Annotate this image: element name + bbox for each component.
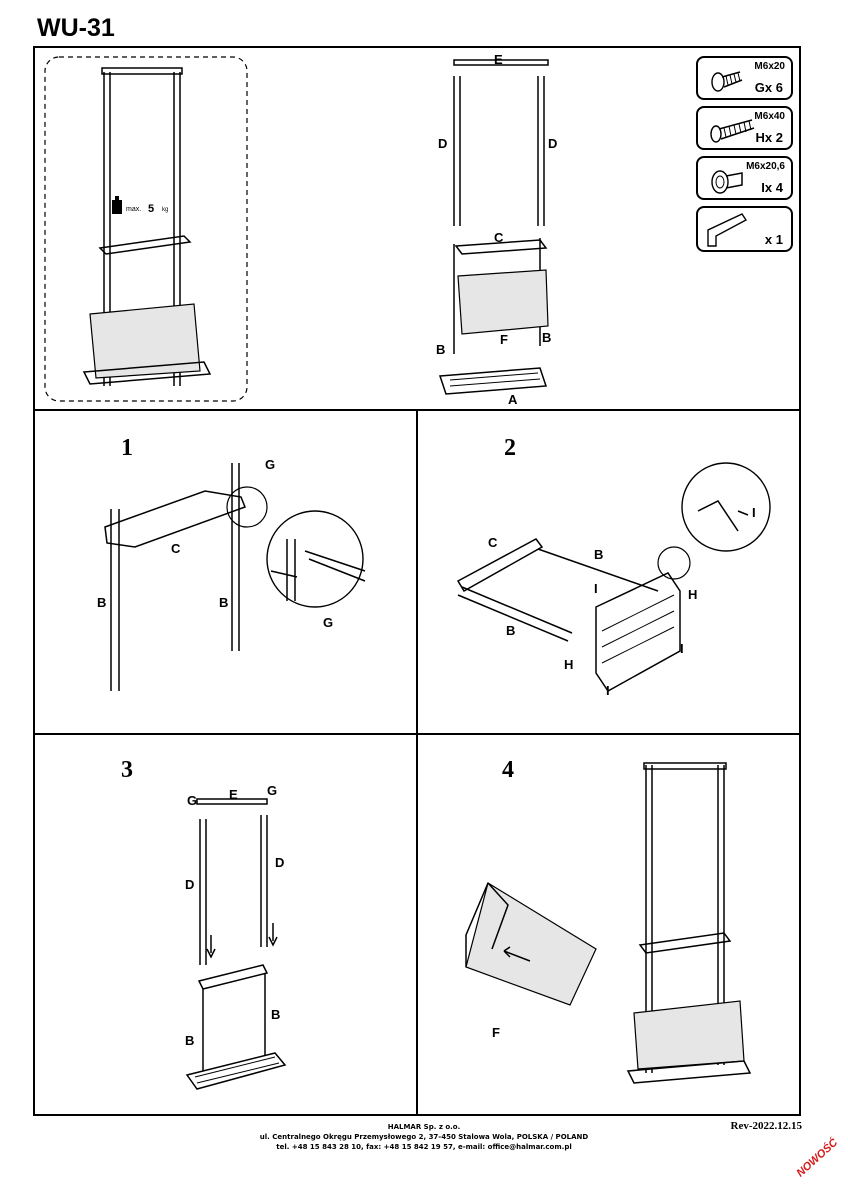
step-3-panel: 3 G E G D D B B bbox=[35, 735, 416, 1115]
step2-label-i-detail: I bbox=[752, 505, 756, 520]
step-4-drawing bbox=[465, 762, 752, 1084]
step-number: 3 bbox=[121, 757, 133, 783]
hardware-size-g: M6x20 bbox=[754, 61, 785, 72]
overview-parts: E D D C F B B A bbox=[420, 48, 570, 408]
step-1-panel: 1 G C B B G bbox=[35, 411, 416, 733]
hardware-item-h: M6x40 Hx 2 bbox=[696, 106, 793, 150]
step-3-drawing bbox=[185, 798, 287, 1090]
step3-label-b-left: B bbox=[185, 1033, 195, 1048]
part-label-c: C bbox=[494, 230, 504, 245]
step2-label-i-c: I bbox=[606, 683, 610, 698]
step2-label-i-b: I bbox=[680, 641, 684, 656]
step1-label-b-right: B bbox=[219, 595, 229, 610]
company-address: ul. Centralnego Okręgu Przemysłowego 2, … bbox=[259, 1133, 589, 1141]
bolt-short-icon bbox=[711, 71, 743, 92]
step-number: 2 bbox=[504, 435, 516, 461]
step1-label-g-bottom: G bbox=[323, 615, 334, 630]
part-label-d-right: D bbox=[548, 136, 558, 151]
step3-label-e: E bbox=[229, 787, 238, 802]
hardware-size-h: M6x40 bbox=[754, 111, 785, 122]
step-number: 4 bbox=[502, 757, 514, 783]
company-contact: tel. +48 15 843 28 10, fax: +48 15 842 1… bbox=[276, 1143, 572, 1151]
hardware-item-i: M6x20,6 Ix 4 bbox=[696, 156, 793, 200]
allen-key-icon bbox=[707, 213, 748, 247]
step1-label-c: C bbox=[171, 541, 181, 556]
revision-label: Rev-2022.12.15 bbox=[730, 1120, 803, 1132]
part-label-f: F bbox=[500, 332, 508, 347]
max-load-unit: kg bbox=[162, 207, 169, 213]
company-footer: HALMAR Sp. z o.o. ul. Centralnego Okręgu… bbox=[0, 1122, 848, 1152]
bolt-long-icon bbox=[710, 119, 755, 143]
max-load-value: 5 bbox=[148, 203, 155, 215]
step-2-panel: 2 C B B H I I H I I bbox=[418, 411, 801, 733]
step2-label-c: C bbox=[488, 535, 498, 550]
step3-label-g-left: G bbox=[187, 793, 198, 808]
step3-label-g-right: G bbox=[267, 783, 278, 798]
step2-label-b-top: B bbox=[594, 547, 604, 562]
step2-label-h-right: H bbox=[688, 587, 698, 602]
overview-assembled: max. 5 kg bbox=[44, 56, 248, 402]
hardware-qty-key: x 1 bbox=[764, 232, 783, 247]
hardware-qty-h: Hx 2 bbox=[755, 130, 783, 145]
step-number: 1 bbox=[121, 435, 133, 461]
step2-label-h-left: H bbox=[564, 657, 574, 672]
step3-label-d-right: D bbox=[275, 855, 285, 870]
divider-vertical bbox=[416, 409, 418, 1116]
max-load-prefix: max. bbox=[126, 206, 142, 213]
hardware-qty-i: Ix 4 bbox=[761, 180, 783, 195]
step3-label-b-right: B bbox=[271, 1007, 281, 1022]
step-4-panel: 4 F bbox=[418, 735, 801, 1115]
hardware-qty-g: Gx 6 bbox=[754, 80, 783, 95]
hardware-item-g: M6x20 Gx 6 bbox=[696, 56, 793, 100]
part-label-e: E bbox=[494, 52, 503, 67]
part-label-b-left: B bbox=[436, 342, 446, 357]
connector-bolt-icon bbox=[711, 170, 743, 194]
part-label-b-right: B bbox=[542, 330, 552, 345]
step2-label-b-bottom: B bbox=[506, 623, 516, 638]
company-name: HALMAR Sp. z o.o. bbox=[387, 1123, 461, 1131]
step4-label-f: F bbox=[492, 1025, 500, 1040]
hardware-size-i: M6x20,6 bbox=[746, 161, 785, 172]
exploded-parts-drawing bbox=[438, 59, 549, 395]
assembled-rack-drawing bbox=[44, 56, 248, 402]
step1-label-g-top: G bbox=[265, 457, 276, 472]
part-label-a: A bbox=[508, 392, 518, 407]
product-title: WU-31 bbox=[37, 14, 115, 42]
hardware-item-key: x 1 bbox=[696, 206, 793, 252]
part-label-d-left: D bbox=[438, 136, 448, 151]
step3-label-d-left: D bbox=[185, 877, 195, 892]
step2-label-i-a: I bbox=[594, 581, 598, 596]
step-2-drawing bbox=[456, 462, 771, 692]
step-1-drawing bbox=[104, 463, 366, 691]
step1-label-b-left: B bbox=[97, 595, 107, 610]
